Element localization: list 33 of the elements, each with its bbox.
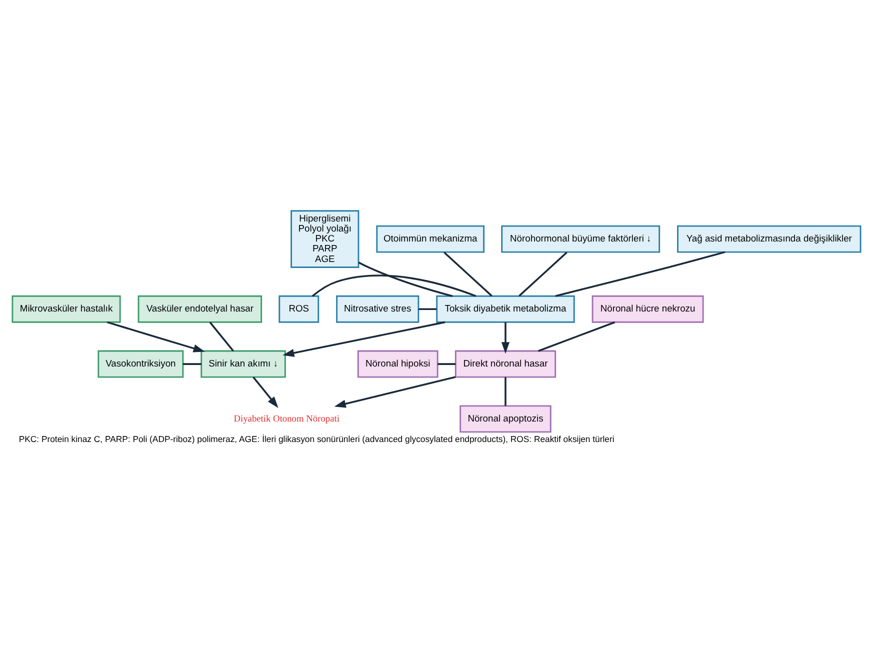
connector [358, 261, 453, 296]
node-box: Nitrosative stres [336, 294, 420, 322]
node-box: Direkt nöronal hasar [454, 350, 556, 378]
node-box: ROS [278, 294, 320, 322]
connector [312, 274, 476, 296]
node-box: Yağ asid metabolizmasında değişiklikler [677, 224, 862, 252]
node-box: Nöronal apoptozis [460, 404, 552, 432]
node-box: Nöronal hipoksi [357, 350, 438, 378]
node-text: Diyabetik Otonom Nöropati [234, 414, 340, 424]
node-box: Nörohormonal büyüme faktörleri ↓ [501, 224, 660, 252]
arrow [501, 322, 510, 354]
connector [418, 308, 437, 310]
arrow [106, 320, 205, 352]
node-box: Otoimmün mekanizma [376, 224, 485, 252]
node-box: Vasokontriksiyon [98, 350, 184, 378]
arrow [252, 376, 278, 408]
connector [538, 320, 616, 352]
connector [518, 251, 568, 296]
caption: PKC: Protein kinaz C, PARP: Poli (ADP-riboz) polimeraz, AGE: İleri glikasyon sonürünleri (advanced glycosylated endproducts), ROS: Reaktif oksijen türleri [18, 433, 614, 444]
connector [209, 321, 234, 352]
arrow [334, 376, 456, 408]
connector [438, 362, 456, 364]
node-box: Toksik diyabetik metabolizma [436, 294, 575, 322]
node-box: Sinir kan akımı ↓ [200, 350, 286, 378]
connector [444, 251, 492, 296]
arrow [282, 320, 446, 356]
node-box: Vasküler endotelyal hasar [138, 294, 262, 322]
connector [504, 376, 506, 406]
connector [182, 362, 202, 364]
node-box: Mikrovasküler hastalık [12, 294, 121, 322]
connector [555, 250, 726, 296]
node-box: Hiperglisemi Polyol yolağı PKC PARP AGE [290, 210, 360, 268]
node-box: Nöronal hücre nekrozu [592, 294, 704, 322]
